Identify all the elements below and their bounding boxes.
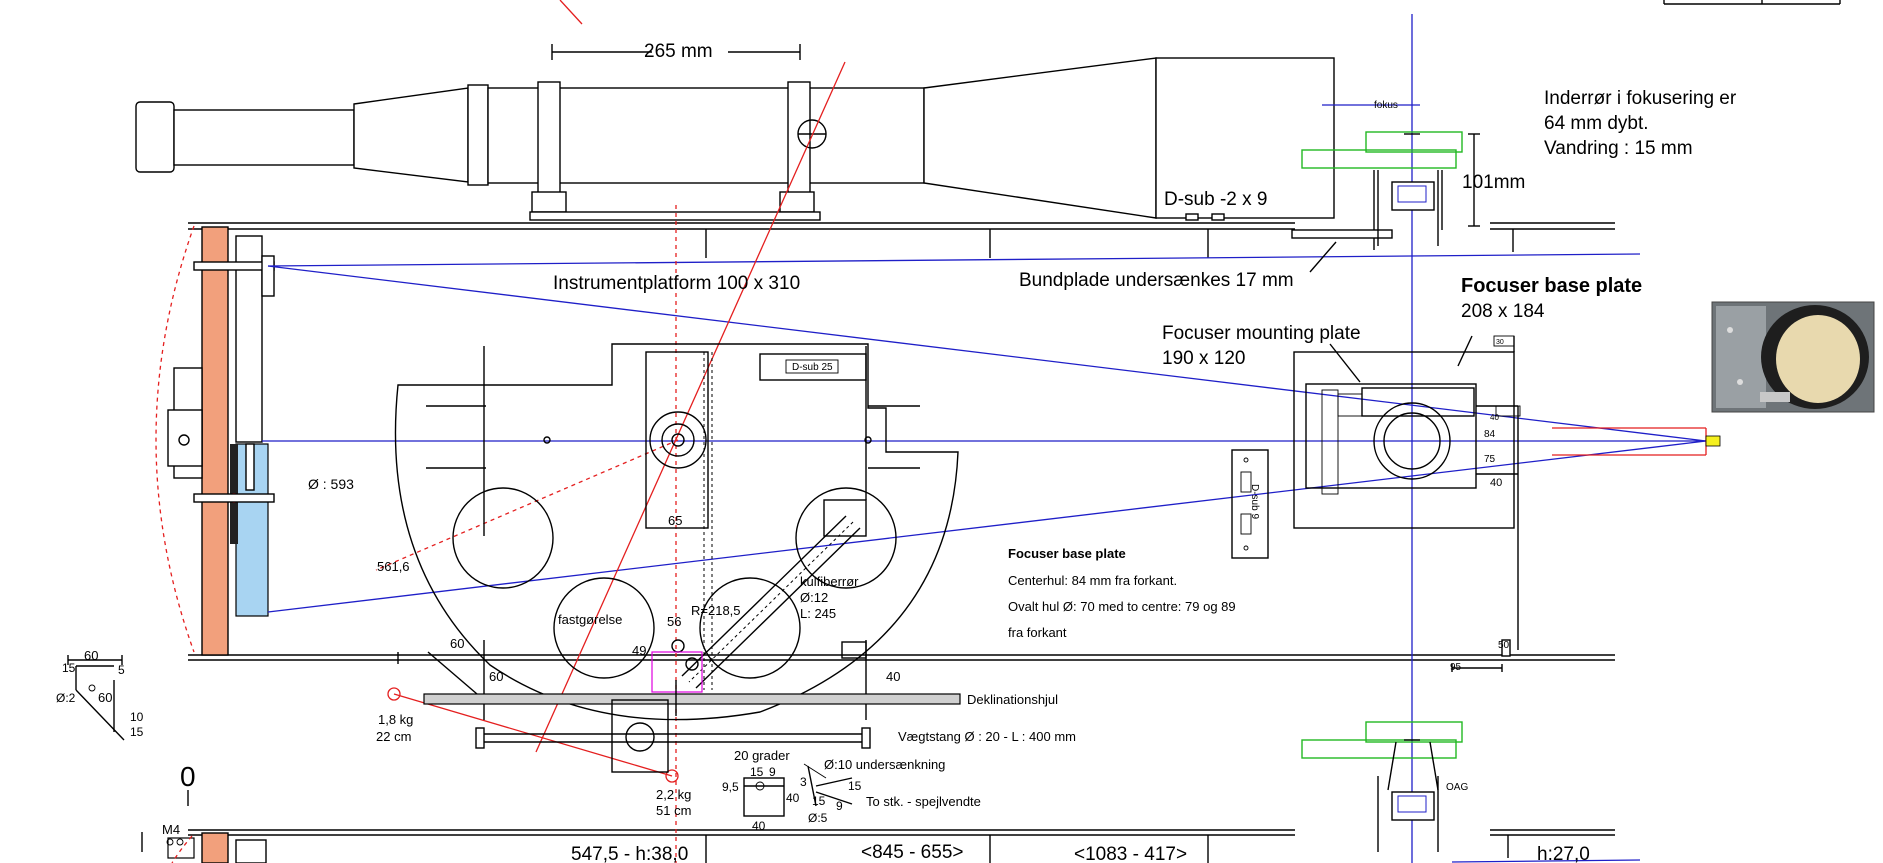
label-r-218-5: R=218,5 [691, 603, 741, 618]
label-40-small: 40 [1490, 413, 1499, 422]
label-oag: OAG [1446, 782, 1468, 793]
label-diameter-593: Ø : 593 [308, 476, 354, 492]
bracket-3: 3 [800, 775, 807, 789]
base-note-title: Focuser base plate [1008, 546, 1126, 561]
bracket-40b: 40 [752, 819, 766, 833]
bracket-40a: 40 [786, 791, 800, 805]
label-m4: M4 [162, 822, 180, 837]
label-40-c: 40 [886, 669, 900, 684]
label-bundplade: Bundplade undersænkes 17 mm [1019, 270, 1294, 291]
label-weight1-kg: 1,8 kg [378, 712, 413, 727]
bracket-9-5: 9,5 [722, 780, 739, 794]
base-note-line2: Ovalt hul Ø: 70 med to centre: 79 og 89 [1008, 599, 1236, 614]
detail-15a: 15 [62, 661, 76, 675]
label-kulfiber-3: L: 245 [800, 606, 836, 621]
bottom-readout-2: <845 - 655> [861, 842, 963, 863]
label-fastgorelse: fastgørelse [558, 612, 622, 627]
focuser-assembly [1231, 0, 1841, 852]
red-lines [155, 0, 1707, 863]
label-weight2-cm: 51 cm [656, 803, 691, 818]
label-weight1-cm: 22 cm [376, 729, 411, 744]
label-265mm: 265 mm [644, 41, 713, 62]
bracket-o5: Ø:5 [808, 811, 828, 825]
focuser-note-line2: 64 mm dybt. [1544, 113, 1649, 134]
label-50: 50 [1498, 640, 1510, 651]
label-spejlvendte: To stk. - spejlvendte [866, 794, 981, 809]
counterweight-rods [397, 652, 961, 773]
label-weight2-kg: 2,2 kg [656, 787, 691, 802]
base-note-line1: Centerhul: 84 mm fra forkant. [1008, 573, 1177, 588]
focuser-note-line1: Inderrør i fokusering er [1544, 88, 1737, 109]
bracket-15a: 15 [750, 765, 764, 779]
detail-60: 60 [84, 648, 98, 663]
label-95: 95 [1450, 662, 1462, 673]
focuser-mounting-plate-label: Focuser mounting plate [1162, 323, 1361, 344]
label-tiny-30: 30 [1496, 339, 1504, 346]
label-dsub-2x9: D-sub -2 x 9 [1164, 189, 1267, 210]
label-75: 75 [1484, 454, 1496, 465]
label-49: 49 [632, 643, 646, 658]
focuser-mounting-plate-size: 190 x 120 [1162, 348, 1245, 369]
label-40-right: 40 [1490, 477, 1502, 489]
bracket-9a: 9 [769, 765, 776, 779]
focuser-base-plate-size: 208 x 184 [1461, 301, 1545, 322]
label-60-a: 60 [450, 636, 464, 651]
label-20-grader: 20 grader [734, 748, 790, 763]
bracket-9b: 9 [836, 799, 843, 813]
bracket-detail [743, 763, 853, 817]
bottom-readout-1: 547,5 - h:38,0 [571, 844, 688, 863]
label-dsub-9: D-sub 9 [1249, 484, 1260, 519]
label-zero: 0 [180, 761, 196, 792]
label-kulfiber-2: Ø:12 [800, 590, 828, 605]
detail-60b: 60 [98, 690, 112, 705]
bottom-readout-3: <1083 - 417> [1074, 844, 1187, 863]
detail-5: 5 [118, 663, 125, 677]
instrument-platform [394, 343, 959, 721]
detail-15b: 15 [130, 725, 144, 739]
rails [188, 222, 1615, 863]
label-65: 65 [668, 513, 682, 528]
label-instrumentplatform: Instrumentplatform 100 x 310 [553, 273, 800, 294]
telescope-side-view [135, 57, 1335, 221]
bracket-15b: 15 [812, 794, 826, 808]
label-84: 84 [1484, 429, 1496, 440]
dimension-265 [551, 44, 801, 60]
angle-detail [67, 655, 189, 852]
detail-10: 10 [130, 710, 144, 724]
pier-column [167, 226, 275, 863]
focuser-photo [1711, 301, 1875, 413]
label-dsub-25: D-sub 25 [792, 362, 833, 373]
base-note-line3: fra forkant [1008, 625, 1067, 640]
label-fokus: fokus [1374, 100, 1398, 111]
focuser-base-plate-title: Focuser base plate [1461, 275, 1642, 297]
bottom-readout-4: h:27,0 [1537, 844, 1590, 863]
label-60-b: 60 [489, 669, 503, 684]
label-vaegtstang: Vægtstang Ø : 20 - L : 400 mm [898, 729, 1076, 744]
label-561-6: 561,6 [377, 559, 410, 574]
label-undersaenkning: Ø:10 undersænkning [824, 757, 945, 772]
detail-o2: Ø:2 [56, 691, 76, 705]
label-kulfiber-1: kulfiberrør [800, 574, 859, 589]
bracket-15c: 15 [848, 779, 862, 793]
label-101mm: 101mm [1462, 172, 1525, 193]
label-56: 56 [667, 614, 681, 629]
label-deklinationshjul: Deklinationshjul [967, 692, 1058, 707]
focuser-note-line3: Vandring : 15 mm [1544, 138, 1693, 159]
